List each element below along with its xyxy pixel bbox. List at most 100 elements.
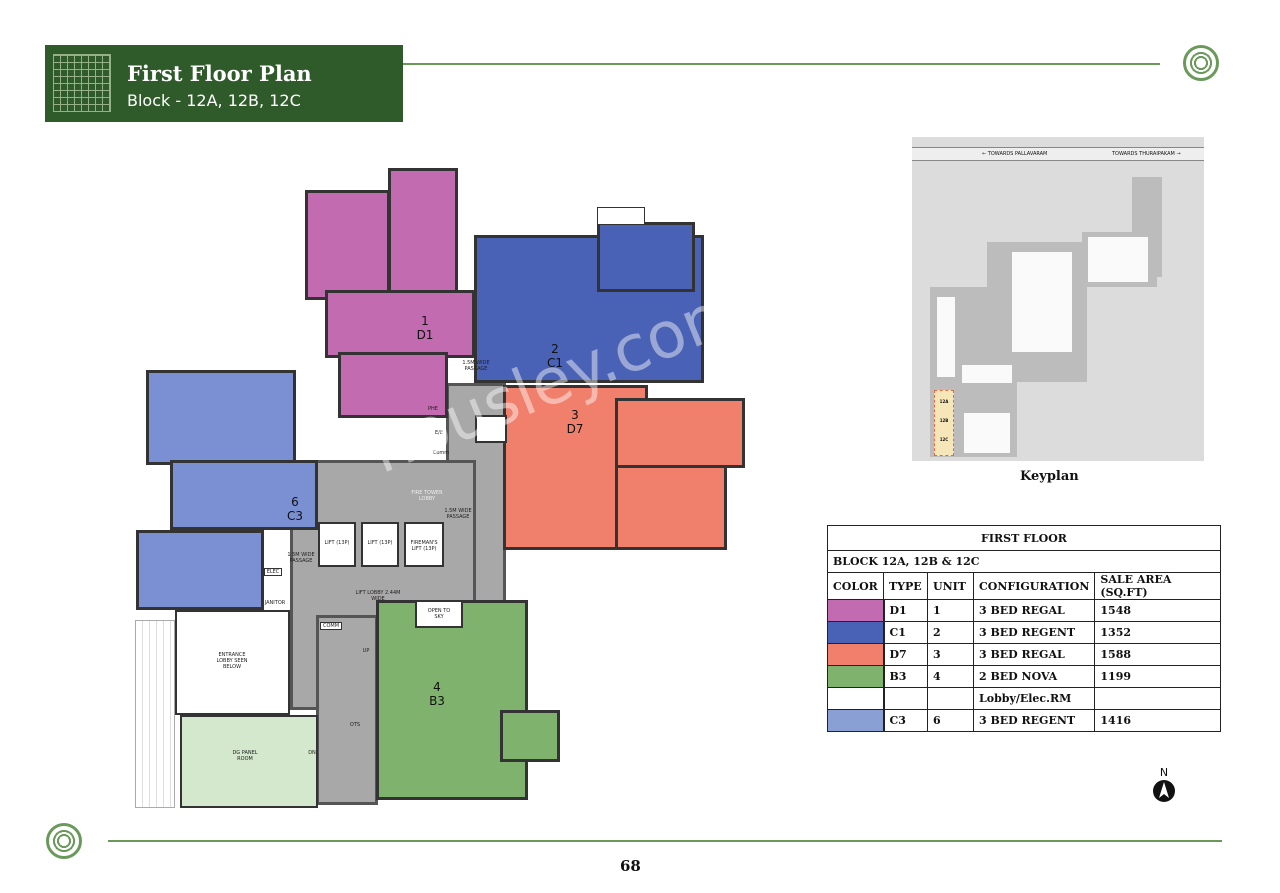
keyplan-map: ← TOWARDS PALLAVARAM TOWARDS THURAIPAKAM… (912, 137, 1204, 461)
color-swatch (827, 709, 885, 732)
unit-b3-room (500, 710, 560, 762)
balcony (597, 207, 645, 225)
table-title: FIRST FLOOR (827, 525, 1221, 551)
color-swatch (827, 621, 885, 644)
passage-label: 1.5M WIDE PASSAGE (287, 552, 315, 564)
ots-label: OTS (349, 722, 361, 728)
road-label-left: ← TOWARDS PALLAVARAM (982, 151, 1048, 157)
col-type: TYPE (883, 572, 928, 600)
table-block: BLOCK 12A, 12B & 12C (827, 550, 1221, 573)
passage-label: 1.5M WIDE PASSAGE (444, 508, 472, 520)
unit-d1-room (388, 168, 458, 303)
building (937, 297, 955, 377)
unit-c3-room (146, 370, 296, 465)
page-subtitle: Block - 12A, 12B, 12C (127, 91, 301, 110)
color-swatch (827, 643, 885, 666)
cell-area: 1588 (1094, 643, 1221, 666)
table-row: C3 6 3 BED REGENT 1416 (827, 709, 1221, 732)
cell-unit: 6 (927, 709, 974, 732)
cell-unit: 4 (927, 665, 974, 688)
table-row: B3 4 2 BED NOVA 1199 (827, 665, 1221, 688)
title-banner: First Floor Plan Block - 12A, 12B, 12C (45, 45, 403, 122)
cell-type (883, 687, 928, 710)
table-row: D7 3 3 BED REGAL 1588 (827, 643, 1221, 666)
entrance-lobby-label: ENTRANCE LOBBY SEEN BELOW (216, 652, 248, 670)
unit-c1-room (597, 222, 695, 292)
medallion-icon (46, 823, 82, 859)
top-divider (403, 63, 1160, 65)
area-table: FIRST FLOOR BLOCK 12A, 12B & 12C COLOR T… (827, 525, 1221, 732)
unit-d7-room (615, 465, 727, 550)
cell-unit: 3 (927, 643, 974, 666)
kolam-pattern-icon (53, 54, 111, 112)
col-color: COLOR (827, 572, 884, 600)
building (1088, 237, 1148, 282)
color-swatch (827, 599, 885, 622)
phe-label: PHE (428, 406, 438, 412)
ramp (135, 620, 175, 808)
cell-area: 1548 (1094, 599, 1221, 622)
color-swatch (827, 687, 885, 710)
ee-label: E/E (434, 430, 443, 436)
keyplan-label: Keyplan (1020, 469, 1079, 484)
phe-shaft (475, 415, 507, 443)
janitor-label: JANITOR (264, 600, 286, 606)
lift-lobby-label: LIFT LOBBY 2.44M WIDE (355, 590, 401, 602)
dg-panel-room (180, 715, 318, 808)
passage-label: 1.5M WIDE PASSAGE (462, 360, 490, 372)
site-area (1007, 382, 1017, 457)
lift-2 (361, 522, 399, 567)
dg-panel-label: DG PANEL ROOM (232, 750, 258, 762)
cell-type: D1 (883, 599, 928, 622)
cell-area (1094, 687, 1221, 710)
table-row: D1 1 3 BED REGAL 1548 (827, 599, 1221, 622)
unit-b3-room (376, 600, 528, 800)
cell-area: 1352 (1094, 621, 1221, 644)
table-row: C1 2 3 BED REGENT 1352 (827, 621, 1221, 644)
unit-d7-room (615, 398, 745, 468)
north-arrow: N (1152, 766, 1176, 807)
building (1012, 252, 1072, 352)
road-label-right: TOWARDS THURAIPAKAM → (1112, 151, 1181, 157)
cell-area: 1199 (1094, 665, 1221, 688)
cell-type: D7 (883, 643, 928, 666)
col-unit: UNIT (927, 572, 974, 600)
cell-configuration: 2 BED NOVA (972, 665, 1096, 688)
north-label: N (1159, 766, 1169, 779)
cell-unit (927, 687, 974, 710)
building (962, 365, 1012, 383)
open-to-sky-label: OPEN TO SKY (427, 608, 451, 620)
fireman-lift (404, 522, 444, 567)
lift-1 (318, 522, 356, 567)
open-to-sky (415, 600, 463, 628)
page-title: First Floor Plan (127, 61, 312, 86)
building (964, 413, 1010, 453)
unit-d1-room (338, 352, 448, 418)
cell-configuration: 3 BED REGENT (972, 709, 1096, 732)
medallion-icon (1183, 45, 1219, 81)
col-configuration: CONFIGURATION (972, 572, 1096, 600)
cell-configuration: 3 BED REGENT (972, 621, 1096, 644)
unit-d1-room (325, 290, 475, 358)
col-area: SALE AREA (SQ.FT) (1094, 572, 1221, 600)
north-arrow-icon (1153, 780, 1175, 802)
comm-label: COMM (320, 622, 342, 630)
page-number: 68 (620, 857, 641, 875)
color-swatch (827, 665, 885, 688)
main-road: ← TOWARDS PALLAVARAM TOWARDS THURAIPAKAM… (912, 147, 1204, 161)
elec-label: ELEC (264, 568, 282, 576)
lift-label: LIFT (13P) (324, 540, 350, 546)
cell-configuration: Lobby/Elec.RM (972, 687, 1096, 710)
cell-unit: 1 (927, 599, 974, 622)
cell-type: C1 (883, 621, 928, 644)
table-header: COLOR TYPE UNIT CONFIGURATION SALE AREA … (827, 572, 1221, 600)
cell-type: C3 (883, 709, 928, 732)
cell-configuration: 3 BED REGAL (972, 643, 1096, 666)
block-12-highlight: 12A 12B 12C (934, 390, 954, 456)
unit-c3-room (170, 460, 318, 530)
